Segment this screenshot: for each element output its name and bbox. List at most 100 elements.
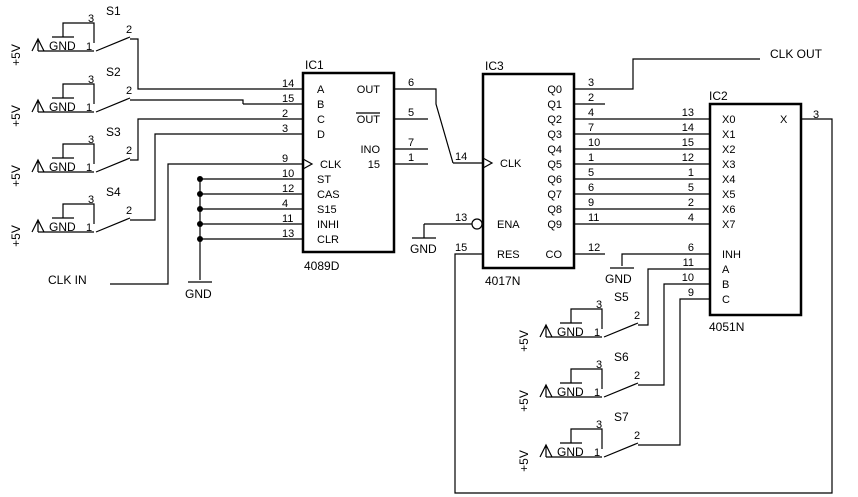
ic3-pin-name: Q5 bbox=[547, 159, 562, 171]
ic3-clock-marker bbox=[482, 157, 494, 169]
ic1-pin-name: 15 bbox=[368, 159, 380, 171]
ic2-pin-name: A bbox=[722, 264, 730, 276]
switch-pin1-number: 1 bbox=[86, 162, 92, 174]
switch-pin1-number: 1 bbox=[594, 327, 600, 339]
ic1-pin-name: C bbox=[317, 114, 325, 126]
switch-pin3-wire bbox=[52, 143, 95, 164]
switch-label: S7 bbox=[614, 410, 629, 424]
clk-out-label: CLK OUT bbox=[770, 47, 823, 61]
ic3-pin-number: 1 bbox=[588, 152, 594, 164]
ic1-pin-name: B bbox=[317, 99, 324, 111]
switch-4 bbox=[31, 203, 131, 233]
ic1-pin-number: 15 bbox=[282, 93, 294, 105]
switch-pin2-number: 2 bbox=[126, 24, 132, 36]
switch-gnd-label: GND bbox=[49, 39, 76, 53]
wire-out-clk bbox=[428, 88, 454, 164]
junction-dot bbox=[197, 221, 203, 227]
switch-pin3-wire bbox=[560, 428, 603, 449]
switch-pin3-wire bbox=[52, 203, 95, 224]
switch-1 bbox=[31, 22, 131, 52]
switch-lever bbox=[603, 442, 639, 458]
wire-s1-a bbox=[130, 38, 243, 90]
clk-in-label: CLK IN bbox=[48, 273, 87, 287]
switch-pin3-number: 3 bbox=[596, 419, 602, 431]
ic1-pin-name: OUT bbox=[357, 84, 381, 96]
ic1-pin-name: CLR bbox=[317, 234, 339, 246]
switch-label: S6 bbox=[614, 350, 629, 364]
ic1-part: 4089D bbox=[304, 259, 340, 273]
ic2-pin-name: C bbox=[722, 294, 730, 306]
ic1-pin-number: 7 bbox=[408, 137, 414, 149]
gnd-label: GND bbox=[410, 242, 437, 256]
vcc-label: +5V bbox=[9, 44, 23, 66]
ic3-pin-number: 2 bbox=[588, 92, 594, 104]
ic1-pin-name: INO bbox=[360, 144, 380, 156]
switch-pin1-number: 1 bbox=[86, 41, 92, 53]
ic3-pin-name: Q9 bbox=[547, 219, 562, 231]
wire-clk-in bbox=[110, 163, 243, 285]
ic3-ref: IC3 bbox=[485, 59, 504, 73]
switch-lever bbox=[95, 157, 131, 173]
ic1-pin-number: 3 bbox=[282, 123, 288, 135]
ic2-pin-number: 6 bbox=[688, 242, 694, 254]
ic3-pin-number: 7 bbox=[588, 122, 594, 134]
switch-lever bbox=[95, 97, 131, 113]
ic2-pin-name: INH bbox=[722, 249, 741, 261]
switch-2 bbox=[31, 83, 131, 113]
ic3-pin-number: 9 bbox=[588, 197, 594, 209]
ic3-ena-inverter bbox=[471, 218, 483, 230]
ic3-ena-wire bbox=[423, 223, 472, 238]
switch-pin2-number: 2 bbox=[634, 310, 640, 322]
ic3-body bbox=[481, 72, 576, 270]
wire-s3-c bbox=[130, 118, 243, 161]
ic1-pin-number: 6 bbox=[408, 77, 414, 89]
ic3-pin-name: Q4 bbox=[547, 144, 562, 156]
ic2-pin-number: 2 bbox=[688, 197, 694, 209]
switch-label: S1 bbox=[106, 4, 121, 18]
ic2-pin-number: 9 bbox=[688, 287, 694, 299]
ic3-pin-name: RES bbox=[497, 249, 520, 261]
switch-gnd-label: GND bbox=[49, 100, 76, 114]
switch-pin2-number: 2 bbox=[126, 85, 132, 97]
ic1-pin-number: 14 bbox=[282, 78, 294, 90]
ic1-pin-name: CLK bbox=[320, 159, 342, 171]
switch-lever bbox=[603, 382, 639, 398]
ic2-pin-name: X4 bbox=[722, 174, 735, 186]
switch-pin1-number: 1 bbox=[86, 222, 92, 234]
ic1-pin-name: ST bbox=[317, 174, 331, 186]
ic1-pin-number: 13 bbox=[282, 228, 294, 240]
ic2-pin-number: 14 bbox=[682, 122, 694, 134]
vcc-label: +5V bbox=[9, 225, 23, 247]
ic2-ref: IC2 bbox=[709, 89, 728, 103]
ic3-pin-number: 14 bbox=[455, 151, 467, 163]
switch-label: S4 bbox=[106, 185, 121, 199]
ic3-pin-name: Q8 bbox=[547, 204, 562, 216]
junction-dot bbox=[197, 206, 203, 212]
ic1-pin-name: A bbox=[317, 84, 325, 96]
switch-pin3-number: 3 bbox=[88, 134, 94, 146]
switch-3 bbox=[31, 143, 131, 173]
switch-label: S5 bbox=[614, 290, 629, 304]
ic2-pin-number: 1 bbox=[688, 167, 694, 179]
switch-gnd-label: GND bbox=[49, 160, 76, 174]
wire-inh-gnd bbox=[621, 253, 710, 266]
ic3-pin-name: Q0 bbox=[547, 84, 562, 96]
ic3-pin-number: 13 bbox=[455, 212, 467, 224]
junction-dot bbox=[197, 176, 203, 182]
ic1-pin-name: D bbox=[317, 129, 325, 141]
ic3-pin-number: 4 bbox=[588, 107, 594, 119]
ic1-ref: IC1 bbox=[305, 58, 324, 72]
wire-s4-d bbox=[130, 133, 243, 221]
switch-label: S3 bbox=[106, 125, 121, 139]
ic2-pin-number: 3 bbox=[813, 109, 819, 121]
switch-6 bbox=[539, 368, 639, 398]
wire-s5-a bbox=[638, 268, 710, 326]
ic2-pin-name: B bbox=[722, 279, 729, 291]
switch-pin2-number: 2 bbox=[126, 145, 132, 157]
ic3-pin-name: CLK bbox=[500, 158, 522, 170]
ic3-pin-name: ENA bbox=[497, 219, 520, 231]
switch-pin1-number: 1 bbox=[594, 447, 600, 459]
ic2-pin-name: X3 bbox=[722, 159, 735, 171]
switch-pin3-number: 3 bbox=[596, 299, 602, 311]
wire-s2-b bbox=[130, 99, 244, 104]
